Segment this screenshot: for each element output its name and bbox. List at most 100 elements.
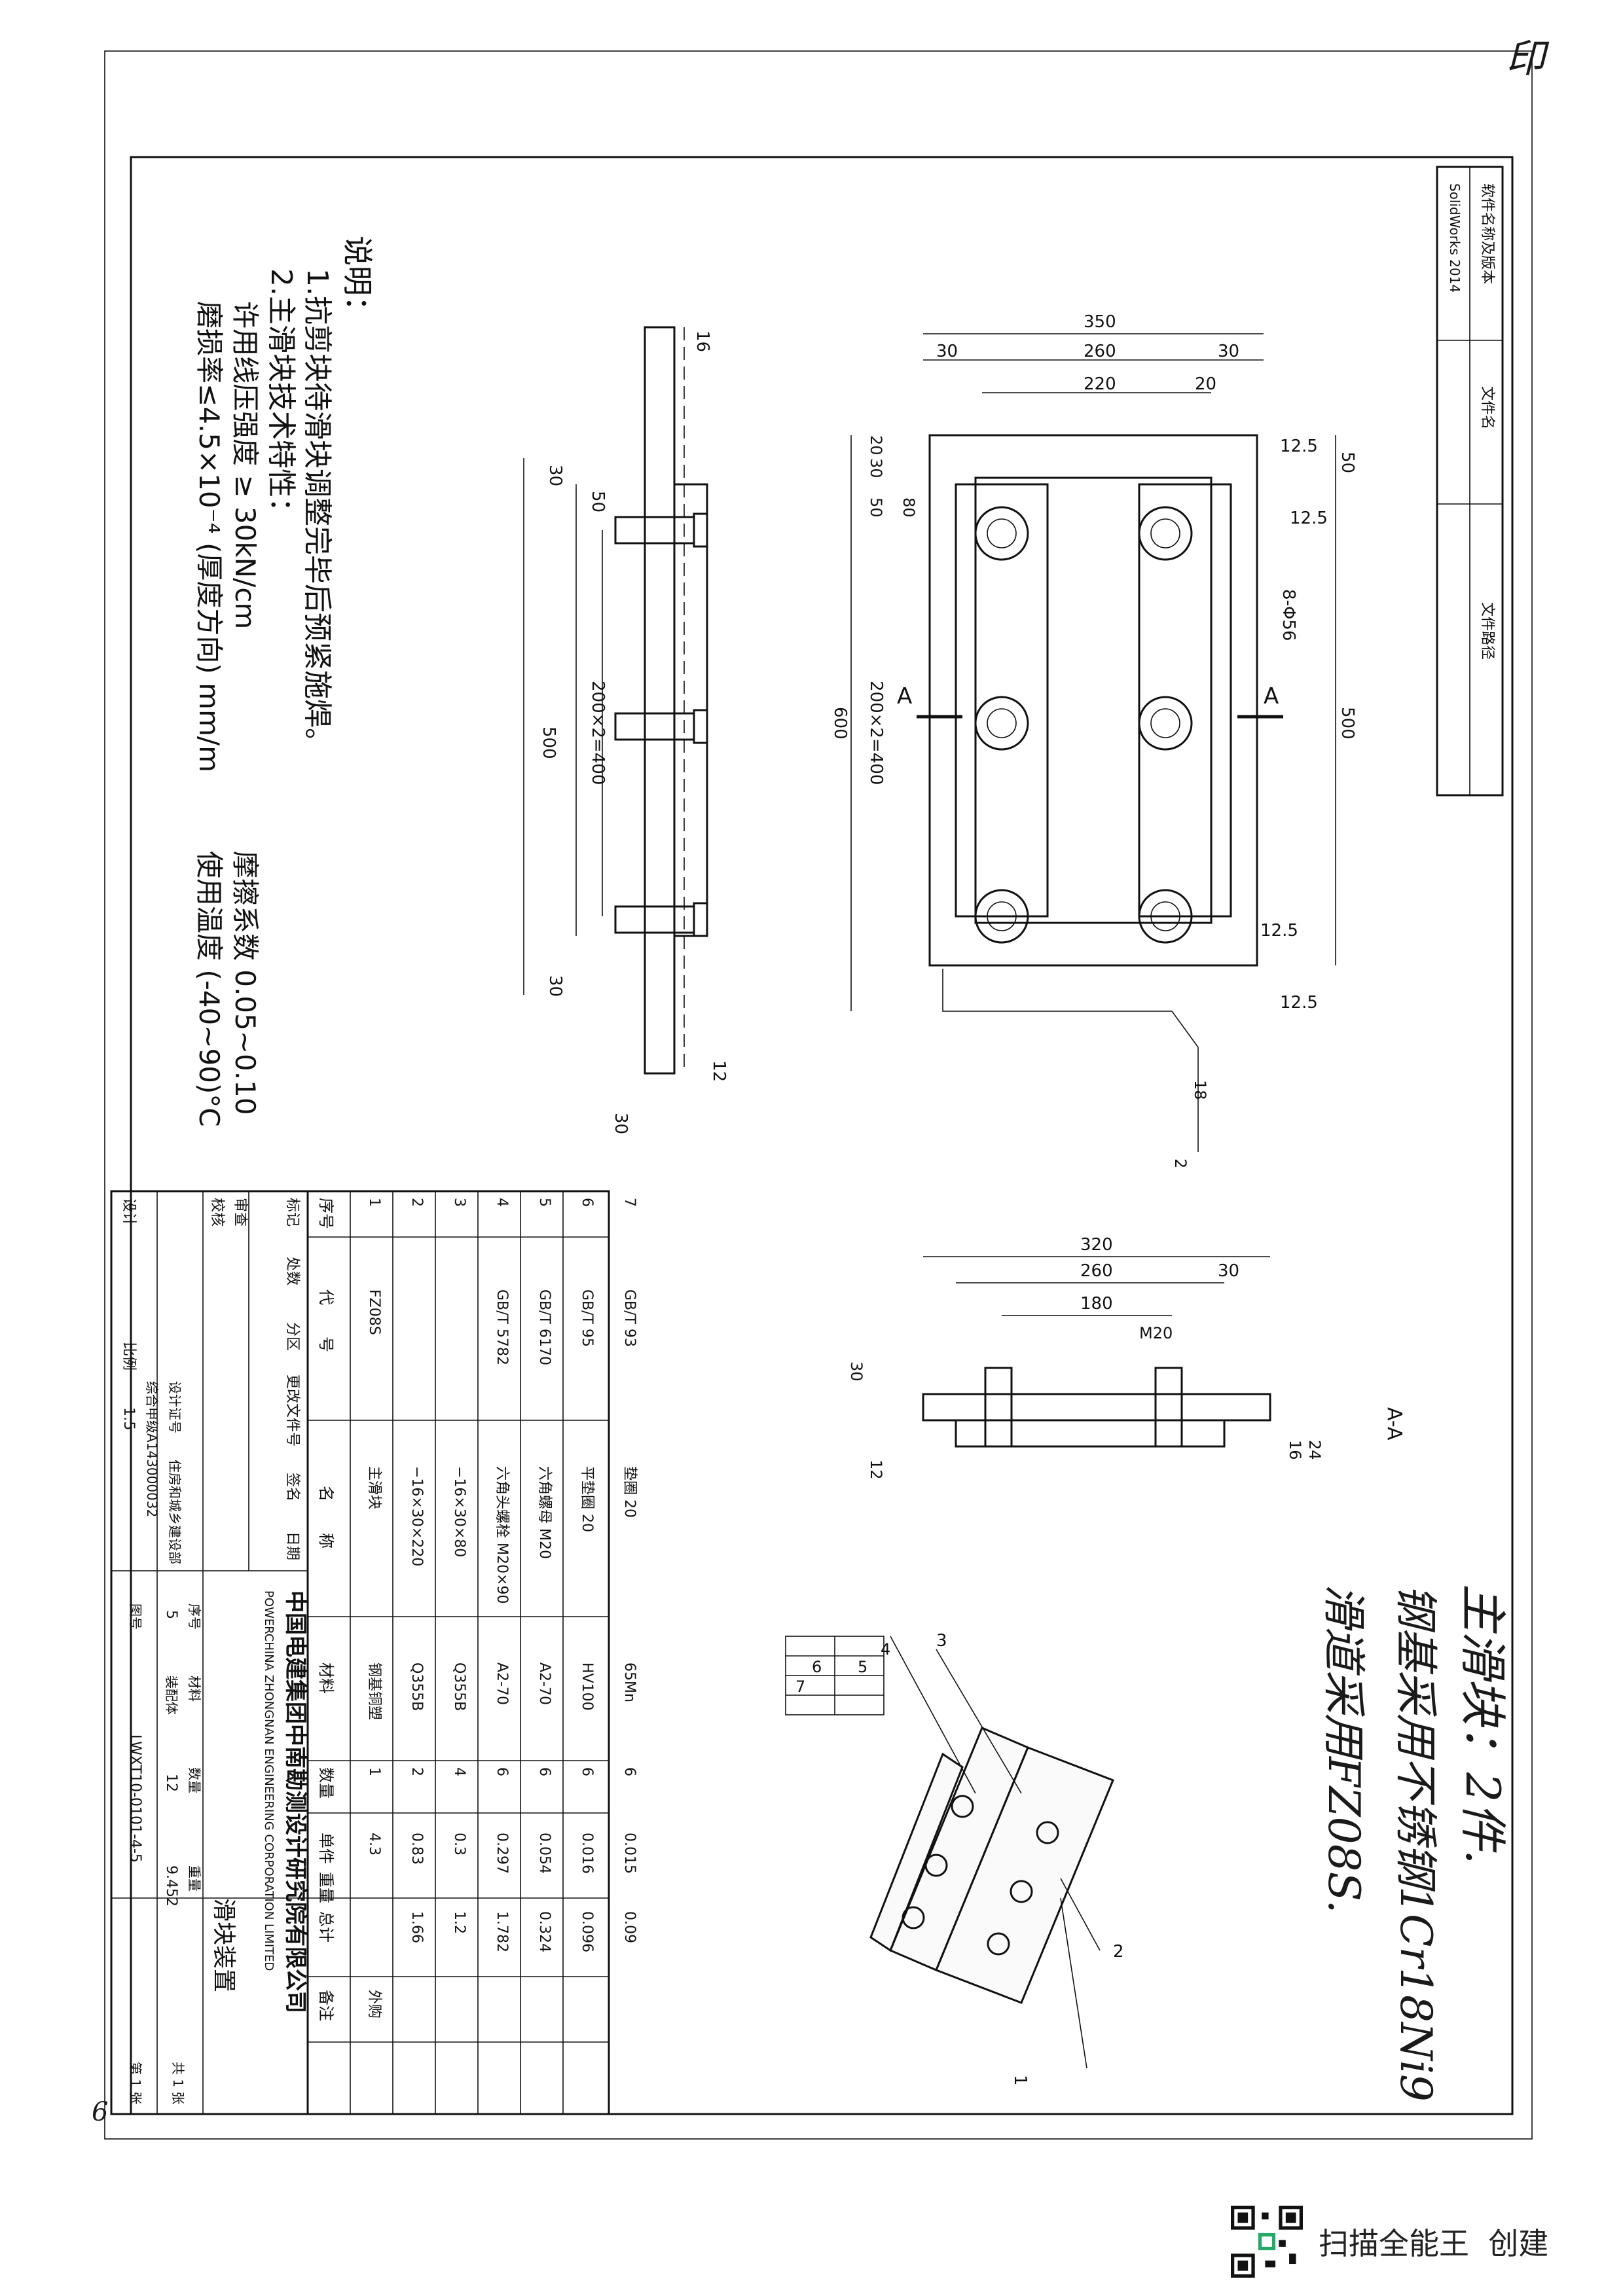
iso-label-5: 5 (858, 1658, 867, 1676)
role-label-mark: 标记 (284, 1198, 301, 1227)
bom-cell-qty: 4 (451, 1767, 467, 1776)
section-dim-320: 320 (1080, 1235, 1113, 1255)
file-path-label: 文件路径 (1479, 602, 1495, 660)
bom-cell-material: HV100 (579, 1662, 595, 1711)
bolt-3 (614, 902, 708, 937)
iso-label-1: 1 (1010, 2075, 1030, 2086)
cert-authority: 住房和城乡建设部 (167, 1460, 183, 1564)
weight-value: 9.452 (163, 1865, 179, 1907)
side-dim-5: 500 (539, 726, 558, 759)
bom-cell-no: 3 (451, 1198, 467, 1207)
top-dim-rough-3: 12.5 (1260, 921, 1298, 941)
sheet-total: 共 1 张 (170, 2062, 186, 2104)
bom-cell-name: 平垫圈 20 (579, 1466, 595, 1532)
scale-label: 比例 (120, 1342, 137, 1371)
iso-label-2: 2 (1113, 1942, 1124, 1962)
bom-cell-name: 六角头螺栓 M20×90 (494, 1466, 510, 1604)
title-block: 标记 校核 审查 设计 处数 分区 更改文件号 签名 日期 设计证号 住房和城乡… (110, 1190, 309, 2115)
top-dim-30a: 30 (936, 342, 958, 361)
bom-cell-material: 钢基铜塑 (366, 1662, 382, 1720)
section-dim-260: 260 (1080, 1261, 1113, 1281)
bom-cell-note: 外购 (366, 1990, 382, 2018)
scanner-watermark: 扫描全能王 创建 (1231, 2206, 1597, 2278)
bom-cell-qty: 1 (366, 1767, 382, 1776)
bom-cell-unit: 0.016 (579, 1833, 595, 1874)
drawing-number: LWXT10-0101-4-5 (127, 1734, 143, 1863)
corner-mark: 印 (1506, 36, 1550, 82)
section-mark-left: A (897, 683, 912, 709)
bom-cell-material: A2-70 (536, 1662, 553, 1705)
company-cn: 中国电建集团中南勘测设计研究院有限公司 (282, 1590, 308, 2013)
company-en: POWERCHINA ZHONGNAN ENGINEERING CORPORAT… (262, 1590, 276, 1971)
notes-line-5: 摩擦系数 0.05~0.10 (229, 851, 261, 1115)
file-info-block: 软件名称及版本 SolidWorks 2014 文件名 文件路径 (1436, 166, 1504, 797)
bom-cell-unit: 0.054 (536, 1833, 553, 1874)
file-name-label: 文件名 (1479, 386, 1495, 429)
section-dim-30: 30 (1218, 1261, 1239, 1281)
top-dim-30b: 30 (1218, 342, 1239, 361)
bom-cell-unit: 0.297 (494, 1833, 510, 1874)
iso-label-4: 4 (881, 1640, 890, 1659)
software-label: 软件名称及版本 (1479, 183, 1495, 284)
bom-cell-unit: 0.015 (621, 1833, 638, 1874)
bom-cell-material: Q355B (451, 1662, 467, 1711)
bom-rows: 1FZ08S主滑块钢基铜塑14.3外购2−16×30×220Q355B20.83… (366, 1198, 638, 2018)
bom-cell-code: FZ08S (366, 1289, 382, 1335)
bom-cell-qty: 2 (409, 1767, 425, 1776)
section-dim-m20: M20 (1139, 1324, 1173, 1342)
scanner-created-label: 创建 (1488, 2226, 1549, 2261)
bom-header-qty: 数量 (317, 1767, 335, 1799)
bom-header-no: 序号 (317, 1198, 335, 1229)
section-dim-180: 180 (1080, 1294, 1113, 1314)
top-dim-220: 220 (1084, 374, 1116, 394)
bom-cell-material: Q355B (409, 1662, 425, 1711)
handwriting-line-3: 滑道采用FZ08S. (1319, 1584, 1369, 1913)
top-dim-2: 2 (1171, 1158, 1190, 1168)
section-mark-right: A (1264, 683, 1279, 709)
bom-cell-qty: 6 (494, 1767, 510, 1776)
bom-cell-name: 主滑块 (366, 1466, 382, 1509)
bom-cell-code: GB/T 93 (621, 1289, 638, 1347)
role-col-sign: 签名 (284, 1473, 301, 1501)
iso-label-3: 3 (936, 1631, 947, 1651)
section-dim-12: 12 (867, 1460, 885, 1480)
bom-cell-material: 65Mn (621, 1662, 638, 1702)
notes-line-6: 使用温度 (-40~90)°C (193, 851, 225, 1127)
notes-heading: 说明： (340, 236, 375, 326)
section-dim-24: 24 (1305, 1440, 1324, 1460)
notes-line-4: 磨损率≤4.5×10⁻⁴ (厚度方向) mm/m (193, 301, 225, 772)
section-dim-30b: 30 (847, 1361, 866, 1382)
handwritten-note: 主滑块：2件. 钢基采用不锈钢1Cr18Ni9 滑道采用FZ08S. (1319, 1584, 1510, 2102)
bom-header-material: 材料 (317, 1662, 335, 1694)
top-view: 350 30 260 30 220 20 12.5 50 12.5 20 30 … (830, 312, 1357, 1168)
bom-cell-code: GB/T 6170 (536, 1289, 553, 1365)
role-col-count: 处数 (284, 1257, 301, 1285)
qty-label: 数量 (187, 1767, 202, 1793)
isometric-view: 3 4 5 6 7 1 2 (785, 1631, 1124, 2086)
drawing-title: 滑块装置 (210, 1898, 237, 1992)
bom-cell-unit: 0.3 (451, 1833, 467, 1856)
qty-value: 12 (163, 1774, 179, 1792)
bom-cell-name: 垫圈 20 (621, 1466, 638, 1518)
role-col-change: 更改文件号 (284, 1374, 301, 1446)
bom-cell-no: 7 (621, 1198, 638, 1207)
bom-cell-code: GB/T 95 (579, 1289, 595, 1347)
bom-header-name: 名 称 (317, 1486, 335, 1549)
bom-cell-unit: 0.83 (409, 1833, 425, 1865)
bom-header-unit: 单件 (317, 1833, 335, 1864)
seq-value: 5 (163, 1610, 179, 1619)
top-dim-350: 350 (1084, 312, 1116, 332)
top-dim-rough-1: 12.5 (1280, 437, 1318, 456)
corner-bottom: 6 (92, 2097, 108, 2127)
bom-cell-name: −16×30×220 (409, 1466, 425, 1566)
notes: 说明： 1.抗剪块待滑块调整完毕后预紧施焊。 2.主滑块技术特性： 许用线压强度… (193, 236, 375, 1127)
side-dim-2: 30 (545, 465, 565, 486)
role-label-design: 设计 (120, 1198, 137, 1227)
role-col-date: 日期 (284, 1532, 301, 1560)
bom-cell-total: 1.2 (451, 1911, 467, 1934)
assembly-value: 装配体 (164, 1676, 179, 1715)
top-dim-rough-2: 12.5 (1290, 509, 1328, 528)
bom-cell-total: 0.096 (579, 1911, 595, 1952)
notes-line-3: 许用线压强度 ≥ 30kN/cm (229, 301, 261, 629)
